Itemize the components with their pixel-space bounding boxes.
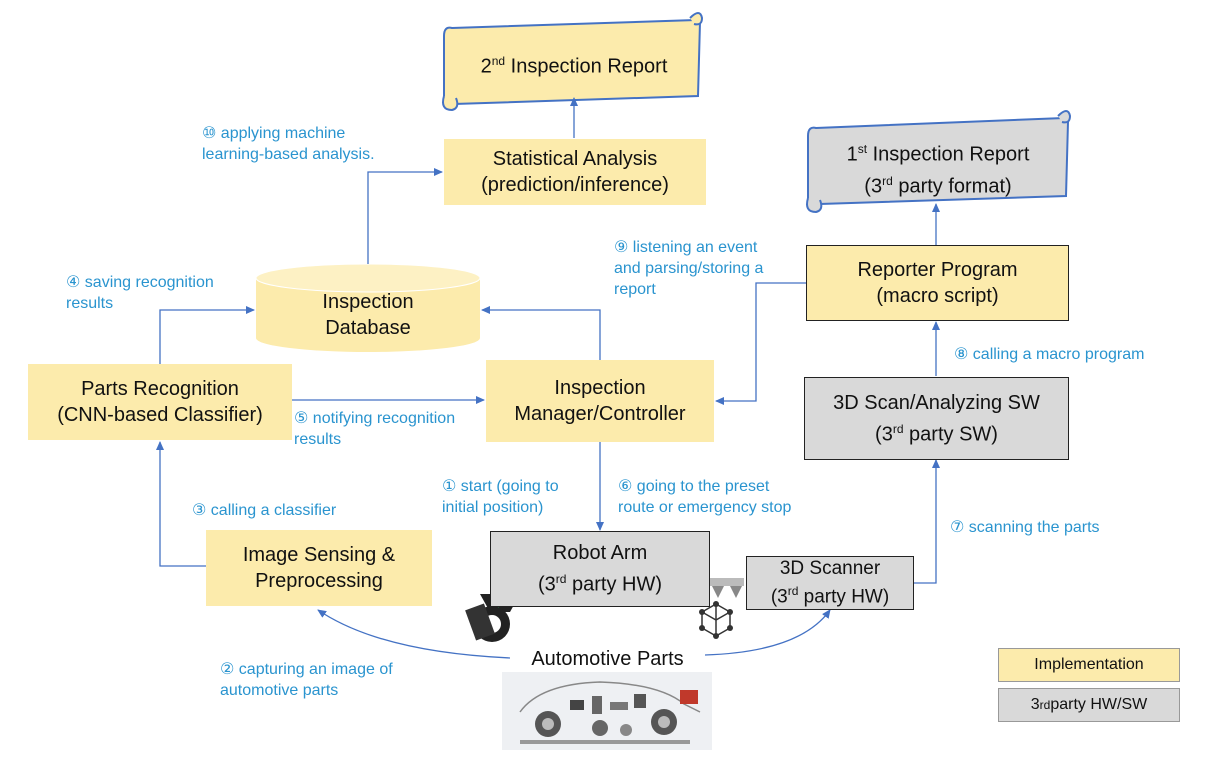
statistical-analysis-title: Statistical Analysis <box>492 148 658 170</box>
first-report-line2-pre: (3 <box>864 175 883 198</box>
statistical-analysis-subtitle: (prediction/inference) <box>481 174 669 196</box>
step-6-label: ⑥ going to the preset route or emergency… <box>618 476 791 518</box>
scan-sw-line2-post: party SW) <box>903 423 998 446</box>
scanner-line2-sup: rd <box>787 584 799 599</box>
step-7-label: ⑦ scanning the parts <box>950 517 1100 538</box>
first-report-text: Inspection Report <box>867 143 1030 166</box>
scan-sw-title: 3D Scan/Analyzing SW <box>833 391 1040 414</box>
first-report-line2-sup: rd <box>882 173 893 188</box>
legend-implementation: Implementation <box>998 648 1180 682</box>
step-4-label: ④ saving recognition results <box>66 272 214 314</box>
step-3-line1: ③ calling a classifier <box>192 502 337 519</box>
robot-arm-line2-pre: (3 <box>537 573 556 596</box>
step-8-label: ⑧ calling a macro program <box>954 344 1144 365</box>
inspection-manager-box: Inspection Manager/Controller <box>486 360 714 442</box>
step-1-line2: initial position) <box>442 499 544 516</box>
first-report-scroll <box>806 110 1072 214</box>
parts-recognition-box: Parts Recognition (CNN-based Classifier) <box>28 364 292 440</box>
second-report-text: Inspection Report <box>505 55 668 78</box>
step-7-line1: ⑦ scanning the parts <box>950 519 1100 536</box>
database-line2: Database <box>325 317 411 339</box>
scanner-title: 3D Scanner <box>779 558 881 580</box>
step-2-line2: automotive parts <box>220 682 339 699</box>
second-report-number: 2 <box>480 55 492 78</box>
step-8-line1: ⑧ calling a macro program <box>954 346 1145 363</box>
step-2-label: ② capturing an image of automotive parts <box>220 659 393 701</box>
second-report-title: 2nd Inspection Report <box>456 48 692 80</box>
step-1-line1: ① start (going to <box>442 478 559 495</box>
robot-arm-box: Robot Arm (3rd party HW) <box>490 531 710 607</box>
car-parts-image <box>502 672 712 750</box>
automotive-parts-label: Automotive Parts <box>531 648 684 670</box>
step-4-line1: ④ saving recognition <box>66 274 214 291</box>
reporter-program-title: Reporter Program <box>857 259 1018 281</box>
scanner-line2-post: party HW) <box>798 586 890 608</box>
robot-arm-title: Robot Arm <box>552 542 648 565</box>
step-4-line2: results <box>66 295 114 312</box>
scan-sw-line2-sup: rd <box>892 421 904 436</box>
inspection-manager-title: Inspection <box>554 377 646 399</box>
scanner-box: 3D Scanner (3rd party HW) <box>746 556 914 610</box>
legend-third-post: party HW/SW <box>1050 696 1148 713</box>
first-report-title: 1st Inspection Report (3rd party format) <box>818 136 1058 199</box>
step-2-line1: ② capturing an image of <box>220 661 393 678</box>
first-report-sup: st <box>857 142 868 156</box>
reporter-program-box: Reporter Program (macro script) <box>806 245 1069 321</box>
legend-third-sup: rd <box>1039 698 1051 712</box>
robot-arm-line2-sup: rd <box>555 572 567 587</box>
inspection-manager-subtitle: Manager/Controller <box>514 403 686 425</box>
step-9-line1: ⑨ listening an event <box>614 239 758 256</box>
statistical-analysis-box: Statistical Analysis (prediction/inferen… <box>444 139 706 205</box>
step-10-line1: ⑩ applying machine <box>202 125 346 142</box>
first-report-line2-post: party format) <box>892 175 1012 198</box>
image-sensing-subtitle: Preprocessing <box>255 570 383 592</box>
image-sensing-title: Image Sensing & <box>242 544 396 566</box>
camera-icon <box>465 594 520 642</box>
step-5-line1: ⑤ notifying recognition <box>294 410 456 427</box>
step-6-line1: ⑥ going to the preset <box>618 478 770 495</box>
scan-sw-line2-pre: (3 <box>875 423 893 446</box>
step-1-label: ① start (going to initial position) <box>442 476 559 518</box>
parts-recognition-title: Parts Recognition <box>81 378 239 400</box>
inspection-database-label: Inspection Database <box>266 289 470 341</box>
parts-recognition-subtitle: (CNN-based Classifier) <box>57 404 263 426</box>
scan-analyzing-sw-box: 3D Scan/Analyzing SW (3rd party SW) <box>804 377 1069 460</box>
second-report-scroll <box>442 12 704 112</box>
step-9-line3: report <box>614 281 656 298</box>
step-5-line2: results <box>294 431 342 448</box>
step-10-line2: learning-based analysis. <box>202 146 375 163</box>
robot-arm-line2-post: party HW) <box>566 573 663 596</box>
legend-third-pre: 3 <box>1030 696 1040 713</box>
step-9-line2: and parsing/storing a <box>614 260 764 277</box>
first-report-number: 1 <box>846 143 858 166</box>
image-sensing-box: Image Sensing & Preprocessing <box>206 530 432 606</box>
database-cylinder <box>255 263 481 352</box>
step-3-label: ③ calling a classifier <box>192 500 336 521</box>
step-6-line2: route or emergency stop <box>618 499 792 516</box>
second-report-sup: nd <box>491 54 506 68</box>
step-5-label: ⑤ notifying recognition results <box>294 408 455 450</box>
step-10-label: ⑩ applying machine learning-based analys… <box>202 123 375 165</box>
step-9-label: ⑨ listening an event and parsing/storing… <box>614 237 763 300</box>
scanner-line2-pre: (3 <box>770 586 788 608</box>
database-line1: Inspection <box>322 291 414 313</box>
reporter-program-subtitle: (macro script) <box>876 285 999 307</box>
